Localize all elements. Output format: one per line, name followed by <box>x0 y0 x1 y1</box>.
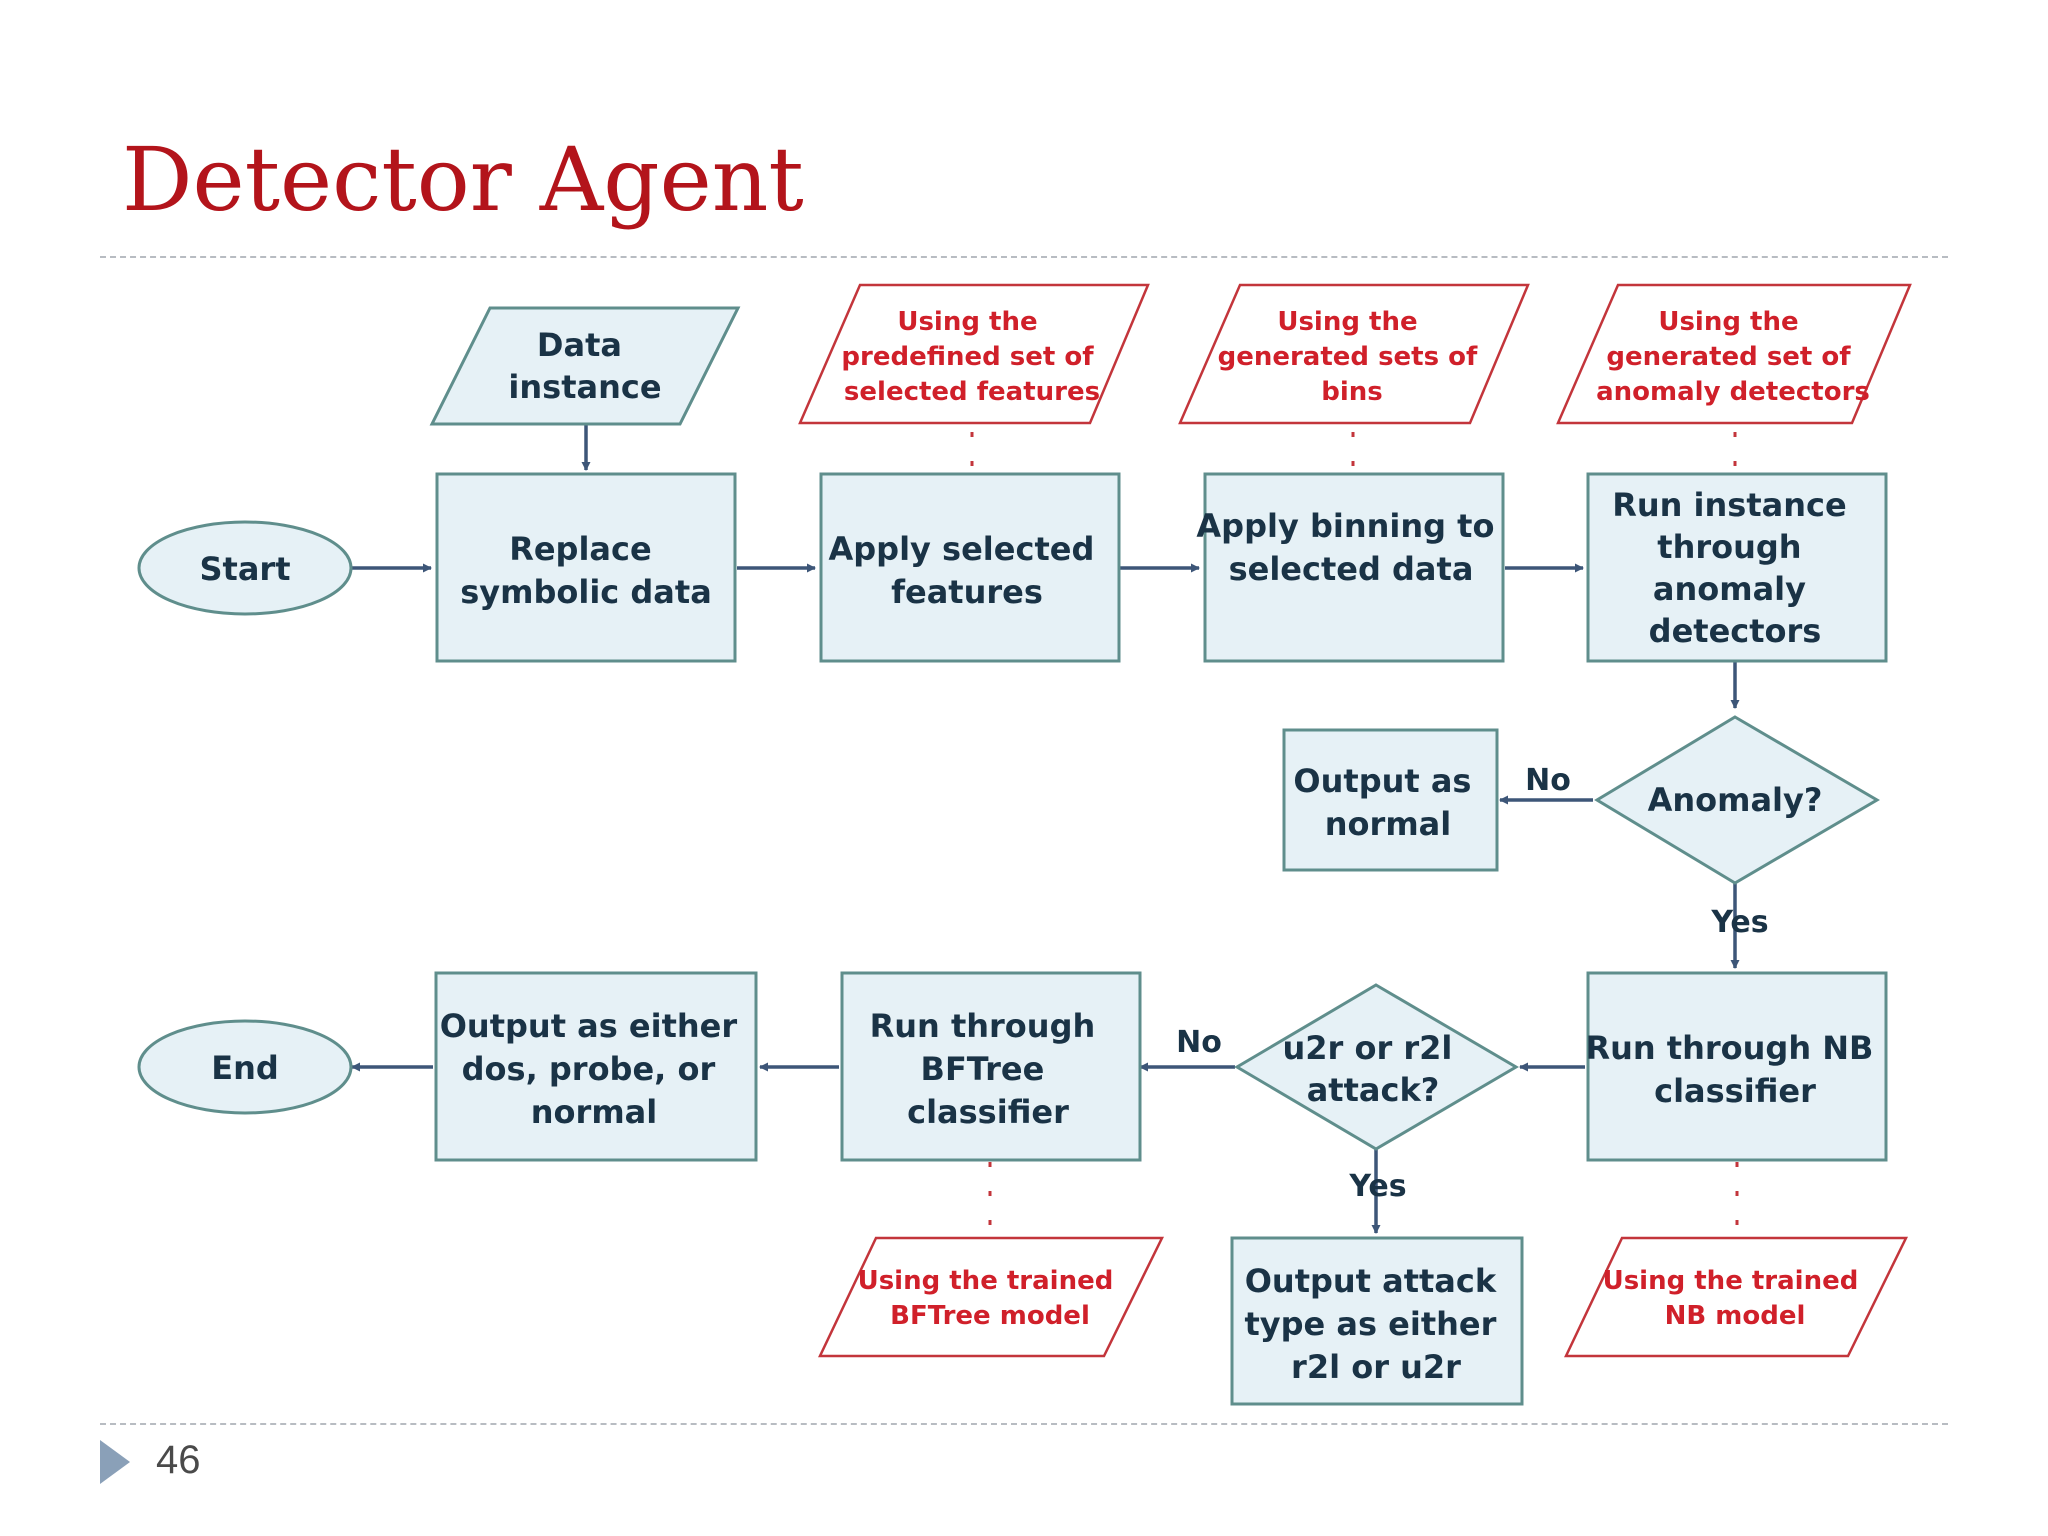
output-normal-label: Output as normal <box>1293 762 1482 843</box>
output-normal-box <box>1282 728 1499 872</box>
flow-connectors <box>351 424 1740 1234</box>
run-anomaly-box <box>1586 472 1888 663</box>
end-terminal <box>137 1019 353 1115</box>
replace-symbolic-box <box>435 472 737 663</box>
apply-features-box <box>819 472 1121 663</box>
replace-symbolic-label: Replace symbolic data <box>460 530 712 611</box>
attack-yes-label: Yes <box>1348 1169 1406 1204</box>
bins-resource-label: Using the generated sets of bins <box>1218 307 1487 407</box>
apply-binning-label: Apply binning to selected data <box>1196 507 1505 588</box>
output-attack-box <box>1230 1236 1524 1406</box>
resource-labels: Using the predefined set of selected fea… <box>841 307 1870 1331</box>
start-label: Start <box>199 550 290 588</box>
process-boxes <box>434 472 1888 1406</box>
data-instance-label: Data instance <box>508 326 661 406</box>
nb-resource <box>1564 1236 1909 1358</box>
run-anomaly-label: Run instance through anomaly detectors <box>1612 486 1858 650</box>
run-nb-box <box>1586 971 1888 1162</box>
bftree-resource <box>818 1236 1165 1358</box>
resource-links <box>970 432 1739 1236</box>
slide-title: Detector Agent <box>122 128 804 231</box>
anomaly-decision-label: Anomaly? <box>1648 781 1823 819</box>
anomaly-yes-label: Yes <box>1710 905 1768 940</box>
detectors-resource-label: Using the generated set of anomaly detec… <box>1596 307 1870 407</box>
start-terminal <box>137 520 353 616</box>
output-attack-label: Output attack type as either r2l or u2r <box>1244 1262 1507 1386</box>
branch-labels: No Yes No Yes <box>1176 763 1768 1204</box>
detectors-resource <box>1556 283 1912 425</box>
resource-shapes <box>798 283 1912 1358</box>
bins-resource <box>1178 283 1530 425</box>
attack-type-decision <box>1234 983 1519 1151</box>
footer-triangle-icon <box>100 1440 130 1484</box>
apply-features-label: Apply selected features <box>829 530 1106 611</box>
anomaly-decision <box>1594 715 1880 885</box>
end-label: End <box>211 1049 279 1087</box>
process-labels: Replace symbolic data Apply selected fea… <box>440 486 1884 1386</box>
features-resource <box>798 283 1150 425</box>
anomaly-no-label: No <box>1525 763 1571 798</box>
attack-type-decision-label: u2r or r2l attack? <box>1282 1029 1463 1109</box>
decision-labels: Anomaly? u2r or r2l attack? <box>1282 781 1822 1109</box>
bftree-resource-label: Using the trained BFTree model <box>858 1266 1123 1331</box>
run-nb-label: Run through NB classifier <box>1585 1029 1884 1110</box>
footer-divider <box>100 1423 1948 1425</box>
data-instance-input <box>429 306 741 426</box>
terminal-labels: Start End <box>199 550 290 1087</box>
run-bftree-label: Run through BFTree classifier <box>870 1007 1107 1131</box>
attack-no-label: No <box>1176 1025 1222 1060</box>
features-resource-label: Using the predefined set of selected fea… <box>841 307 1102 407</box>
output-final-box <box>434 971 758 1162</box>
run-bftree-box <box>840 971 1142 1162</box>
output-final-label: Output as either dos, probe, or normal <box>440 1007 749 1131</box>
title-divider <box>100 256 1948 258</box>
page-number: 46 <box>156 1438 201 1482</box>
apply-binning-box <box>1203 472 1505 663</box>
nb-resource-label: Using the trained NB model <box>1603 1266 1868 1331</box>
